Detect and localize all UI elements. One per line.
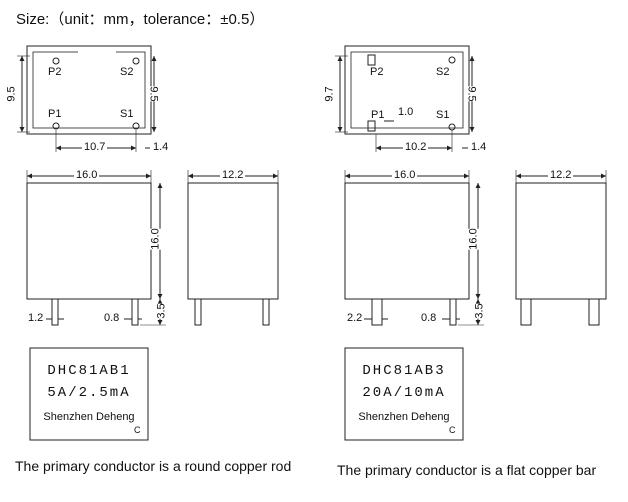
right-front-view (344, 170, 484, 326)
right-pin-s1-label: S1 (436, 109, 450, 121)
left-side-view (187, 170, 279, 326)
left-rating-text: 5A/2.5mA (47, 385, 131, 401)
left-pin-p1-label: P1 (48, 108, 62, 120)
right-label-mark: C (449, 425, 456, 435)
right-product-label-box (344, 347, 464, 441)
right-front-width-dim: 16.0 (392, 169, 418, 181)
left-height-left-dim: 9.5 (5, 86, 18, 102)
left-pin-spacing-dim: 10.7 (82, 141, 108, 153)
right-rating-text: 20A/10mA (362, 385, 446, 401)
right-caption: The primary conductor is a flat copper b… (337, 462, 597, 478)
left-top-view (17, 45, 157, 152)
left-front-width-dim: 16.0 (74, 169, 100, 181)
right-front-height-dim: 16.0 (467, 228, 480, 250)
left-side-width-dim: 12.2 (220, 169, 246, 181)
left-front-view (26, 170, 166, 326)
page-header: Size:（unit：mm，tolerance：±0.5） (16, 11, 265, 28)
right-height-right-dim: 9.5 (465, 86, 478, 102)
right-pin-offset-dim: 1.4 (471, 141, 487, 153)
left-label-mark: C (134, 425, 141, 435)
right-pin-spacing-dim: 10.2 (403, 141, 429, 153)
right-model-text: DHC81AB3 (362, 363, 446, 379)
right-top-view (335, 45, 475, 152)
right-height-left-dim: 9.7 (323, 86, 336, 102)
left-pin-p2-label: P2 (48, 66, 62, 78)
left-pin-s2-label: S2 (120, 66, 134, 78)
left-pin-s1-label: S1 (120, 108, 134, 120)
left-product-label-box (29, 347, 149, 441)
left-caption: The primary conductor is a round copper … (15, 458, 292, 474)
left-maker-text: Shenzhen Deheng (43, 411, 135, 423)
right-bar-width-dim: 1.0 (398, 106, 414, 118)
right-side-view (515, 170, 607, 326)
left-model-text: DHC81AB1 (47, 363, 131, 379)
left-pin-small-dim: 0.8 (104, 312, 120, 324)
right-pin-length-dim: 3.5 (473, 303, 486, 319)
right-pin-small-dim: 0.8 (421, 312, 437, 324)
right-pin-p1-label: P1 (371, 109, 385, 121)
left-pin-offset-dim: 1.4 (153, 141, 169, 153)
left-pin-length-dim: 3.5 (155, 303, 168, 319)
right-pin-p2-label: P2 (370, 66, 384, 78)
left-front-height-dim: 16.0 (149, 228, 162, 250)
right-side-width-dim: 12.2 (548, 169, 574, 181)
left-pin-dia-dim: 1.2 (28, 312, 44, 324)
right-bar-thickness-dim: 2.2 (347, 312, 363, 324)
right-pin-s2-label: S2 (436, 66, 450, 78)
left-height-right-dim: 9.5 (147, 86, 160, 102)
right-maker-text: Shenzhen Deheng (358, 411, 450, 423)
